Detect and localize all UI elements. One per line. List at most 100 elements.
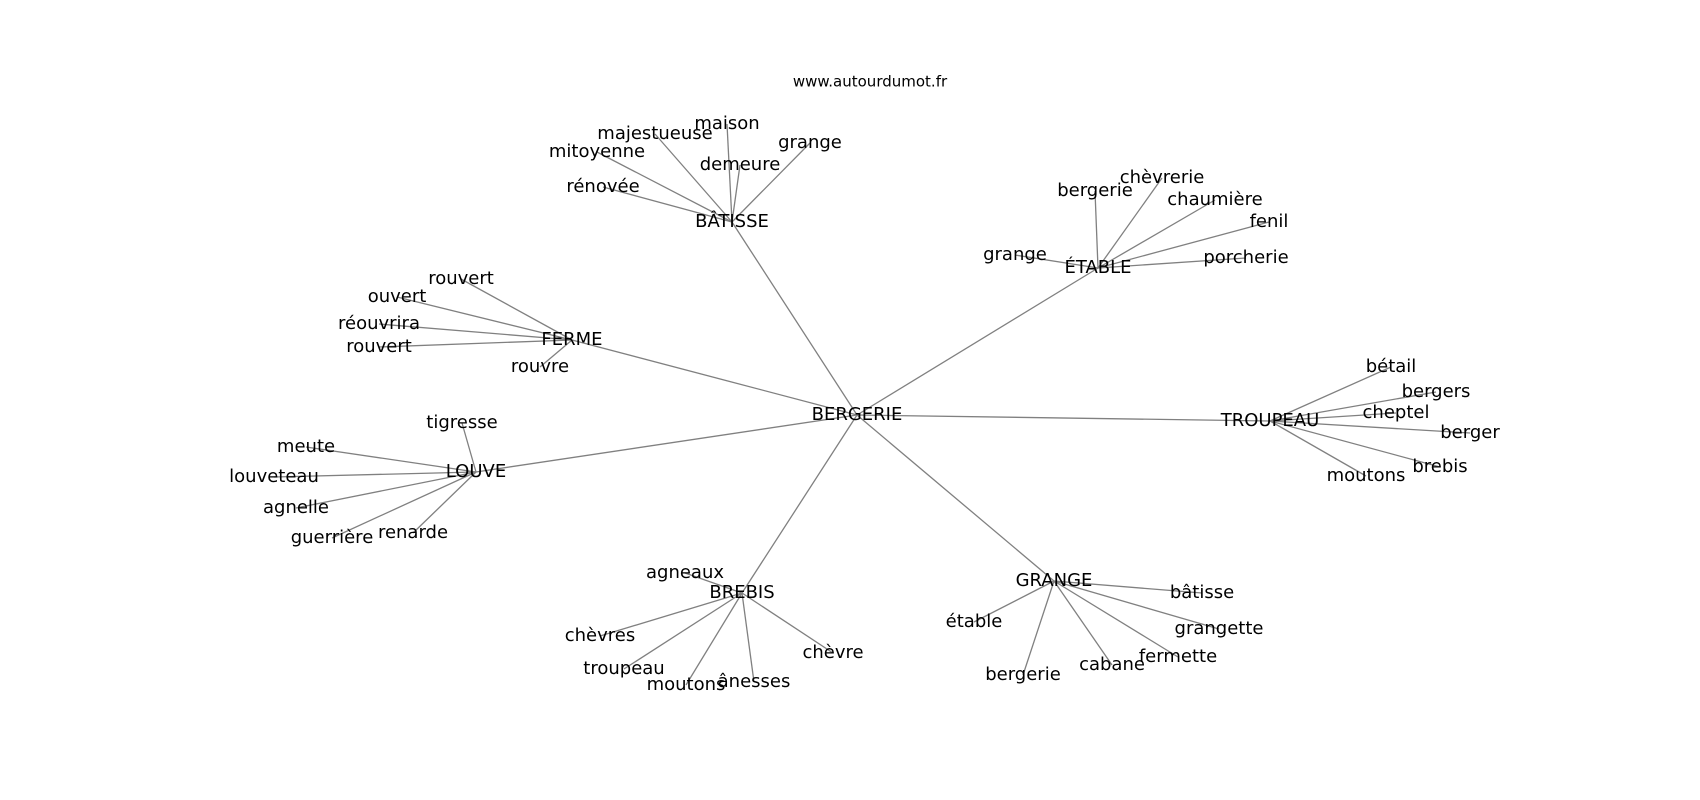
- node-word-5-3: moutons: [647, 674, 726, 695]
- edge-2-4: [539, 339, 573, 368]
- node-word-5-0: agneaux: [646, 562, 724, 583]
- node-word-6-1: bergerie: [985, 664, 1061, 685]
- node-word-1-4: fenil: [1250, 211, 1289, 232]
- edge-3-2: [1269, 412, 1397, 422]
- node-hub-0: BÂTISSE: [695, 210, 769, 232]
- node-word-2-3: rouvert: [346, 336, 412, 357]
- edge-1-5: [1097, 257, 1247, 269]
- node-hub-6: GRANGE: [1016, 570, 1093, 591]
- edge-3-5: [1269, 420, 1367, 477]
- node-word-5-4: ânesses: [718, 671, 791, 692]
- node-word-0-5: grange: [778, 132, 842, 153]
- node-word-6-5: bâtisse: [1170, 582, 1234, 603]
- node-word-0-2: majestueuse: [597, 123, 712, 144]
- edge-2-1: [396, 296, 573, 341]
- node-word-0-3: maison: [694, 113, 759, 134]
- edge-6-3: [1053, 580, 1179, 658]
- edge-center-2: [571, 339, 858, 416]
- edge-0-1: [596, 151, 733, 223]
- edge-6-2: [1053, 580, 1113, 666]
- node-word-6-4: grangette: [1175, 618, 1264, 639]
- node-word-4-0: tigresse: [426, 412, 497, 433]
- edge-5-1: [599, 592, 743, 637]
- edge-4-0: [461, 422, 477, 473]
- edge-center-3: [856, 414, 1271, 422]
- edge-4-3: [295, 471, 477, 509]
- edge-6-0: [973, 580, 1055, 623]
- edge-3-1: [1269, 391, 1437, 422]
- node-word-1-3: chaumière: [1167, 189, 1262, 210]
- node-hub-3: TROUPEAU: [1220, 410, 1320, 431]
- node-hub-5: BREBIS: [709, 582, 774, 603]
- node-word-5-2: troupeau: [583, 658, 664, 679]
- edge-1-4: [1097, 221, 1270, 269]
- edge-1-0: [1014, 254, 1099, 269]
- edge-6-1: [1022, 580, 1055, 676]
- edge-4-1: [305, 446, 477, 473]
- node-word-0-1: mitoyenne: [549, 141, 645, 162]
- edge-6-5: [1053, 580, 1203, 594]
- edge-5-2: [623, 592, 743, 670]
- node-hub-4: LOUVE: [446, 461, 506, 482]
- node-word-2-0: rouvert: [428, 268, 494, 289]
- edge-1-1: [1094, 190, 1099, 269]
- edge-2-3: [378, 339, 573, 348]
- edge-4-5: [412, 471, 477, 534]
- node-word-6-2: cabane: [1079, 654, 1145, 675]
- labels-layer: BERGERIE BÂTISSE rénovée mitoyennemajestueu…: [229, 113, 1500, 695]
- edge-center-1: [856, 267, 1099, 416]
- edge-0-5: [731, 142, 811, 223]
- node-word-3-2: cheptel: [1363, 402, 1430, 423]
- edge-1-3: [1097, 199, 1216, 269]
- node-word-6-3: fermette: [1139, 646, 1217, 667]
- watermark: www.autourdumot.fr: [793, 73, 948, 91]
- node-word-5-5: chèvre: [802, 642, 863, 663]
- node-word-1-5: porcherie: [1203, 247, 1288, 268]
- node-word-4-2: louveteau: [229, 466, 319, 487]
- node-word-6-0: étable: [946, 611, 1003, 632]
- edge-0-2: [654, 133, 733, 223]
- node-word-3-0: bétail: [1366, 356, 1417, 377]
- edge-0-4: [731, 164, 741, 223]
- edge-4-2: [273, 471, 477, 478]
- node-word-3-3: berger: [1440, 422, 1500, 443]
- edge-5-0: [684, 572, 743, 594]
- node-word-0-4: demeure: [700, 154, 781, 175]
- edges-layer: [273, 123, 1471, 686]
- edge-0-3: [726, 123, 733, 223]
- node-word-1-0: grange: [983, 244, 1047, 265]
- node-word-2-2: réouvrira: [338, 313, 420, 334]
- node-word-2-4: rouvre: [511, 356, 569, 377]
- node-word-2-1: ouvert: [368, 286, 427, 307]
- node-center: BERGERIE: [812, 404, 903, 425]
- node-word-3-1: bergers: [1402, 381, 1471, 402]
- edge-5-4: [741, 592, 755, 683]
- node-word-4-5: renarde: [378, 522, 448, 543]
- node-word-4-4: guerrière: [291, 527, 374, 548]
- node-hub-1: ÉTABLE: [1064, 256, 1131, 278]
- edge-center-4: [475, 414, 858, 473]
- edge-4-4: [331, 471, 477, 539]
- node-word-5-1: chèvres: [565, 625, 636, 646]
- edge-5-5: [741, 592, 834, 654]
- node-word-4-1: meute: [277, 436, 335, 457]
- edge-3-4: [1269, 420, 1441, 468]
- edge-1-2: [1097, 177, 1163, 269]
- edge-6-4: [1053, 580, 1220, 630]
- edge-2-0: [460, 278, 573, 341]
- node-word-3-5: moutons: [1327, 465, 1406, 486]
- node-word-3-4: brebis: [1412, 456, 1467, 477]
- edge-5-3: [685, 592, 743, 686]
- edge-3-0: [1269, 366, 1392, 422]
- edge-2-2: [378, 323, 573, 341]
- node-word-4-3: agnelle: [263, 497, 329, 518]
- node-word-1-2: chèvrerie: [1120, 167, 1205, 188]
- node-word-1-1: bergerie: [1057, 180, 1133, 201]
- edge-center-0: [731, 221, 858, 416]
- edge-0-0: [602, 186, 733, 223]
- edge-3-3: [1269, 420, 1471, 434]
- edge-center-6: [856, 414, 1055, 582]
- edge-center-5: [741, 414, 858, 594]
- node-word-0-0: rénovée: [566, 176, 639, 197]
